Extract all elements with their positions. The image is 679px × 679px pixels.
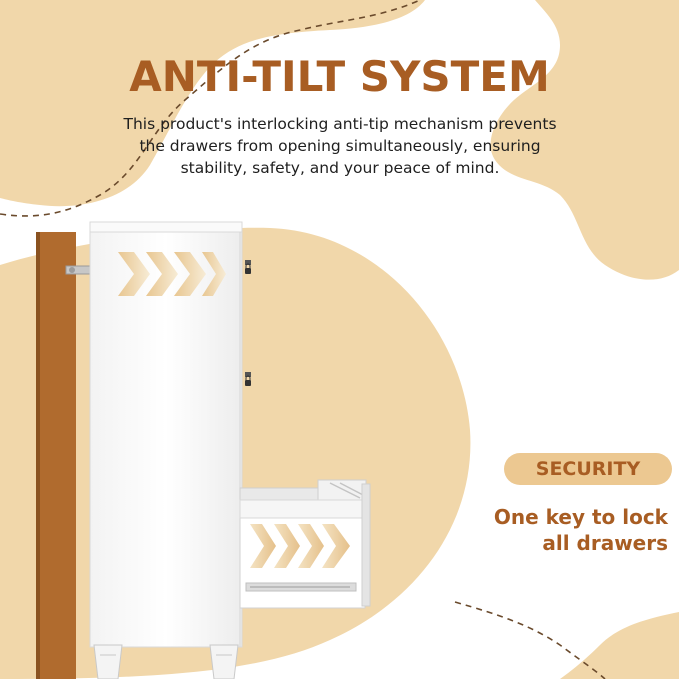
dashed-line-bottom <box>454 601 606 679</box>
lock-icon <box>245 260 251 274</box>
cabinet-legs <box>93 644 239 679</box>
description-text: This product's interlocking anti-tip mec… <box>123 115 557 177</box>
chevron-arrow-icon <box>250 524 350 568</box>
open-drawer <box>239 479 371 609</box>
feature-line-2: all drawers <box>542 531 668 555</box>
background-blob-bottom-right <box>560 612 679 679</box>
background-blob-top-left <box>0 0 425 207</box>
cabinet-body <box>89 221 243 648</box>
lock-icon <box>245 372 251 386</box>
page-title: ANTI-TILT SYSTEM <box>129 52 550 101</box>
chevron-arrow-icon <box>118 252 226 296</box>
bracket-screw <box>69 267 75 273</box>
security-badge: SECURITY <box>504 453 672 485</box>
feature-line-1: One key to lock <box>493 505 668 529</box>
cabinet-top <box>89 221 243 233</box>
background-blob-top-right <box>490 0 679 280</box>
dashed-line-top <box>0 0 421 217</box>
wall-panel-edge <box>36 232 40 679</box>
wall-panel <box>36 232 76 679</box>
feature-text: One key to lock all drawers <box>448 504 668 556</box>
